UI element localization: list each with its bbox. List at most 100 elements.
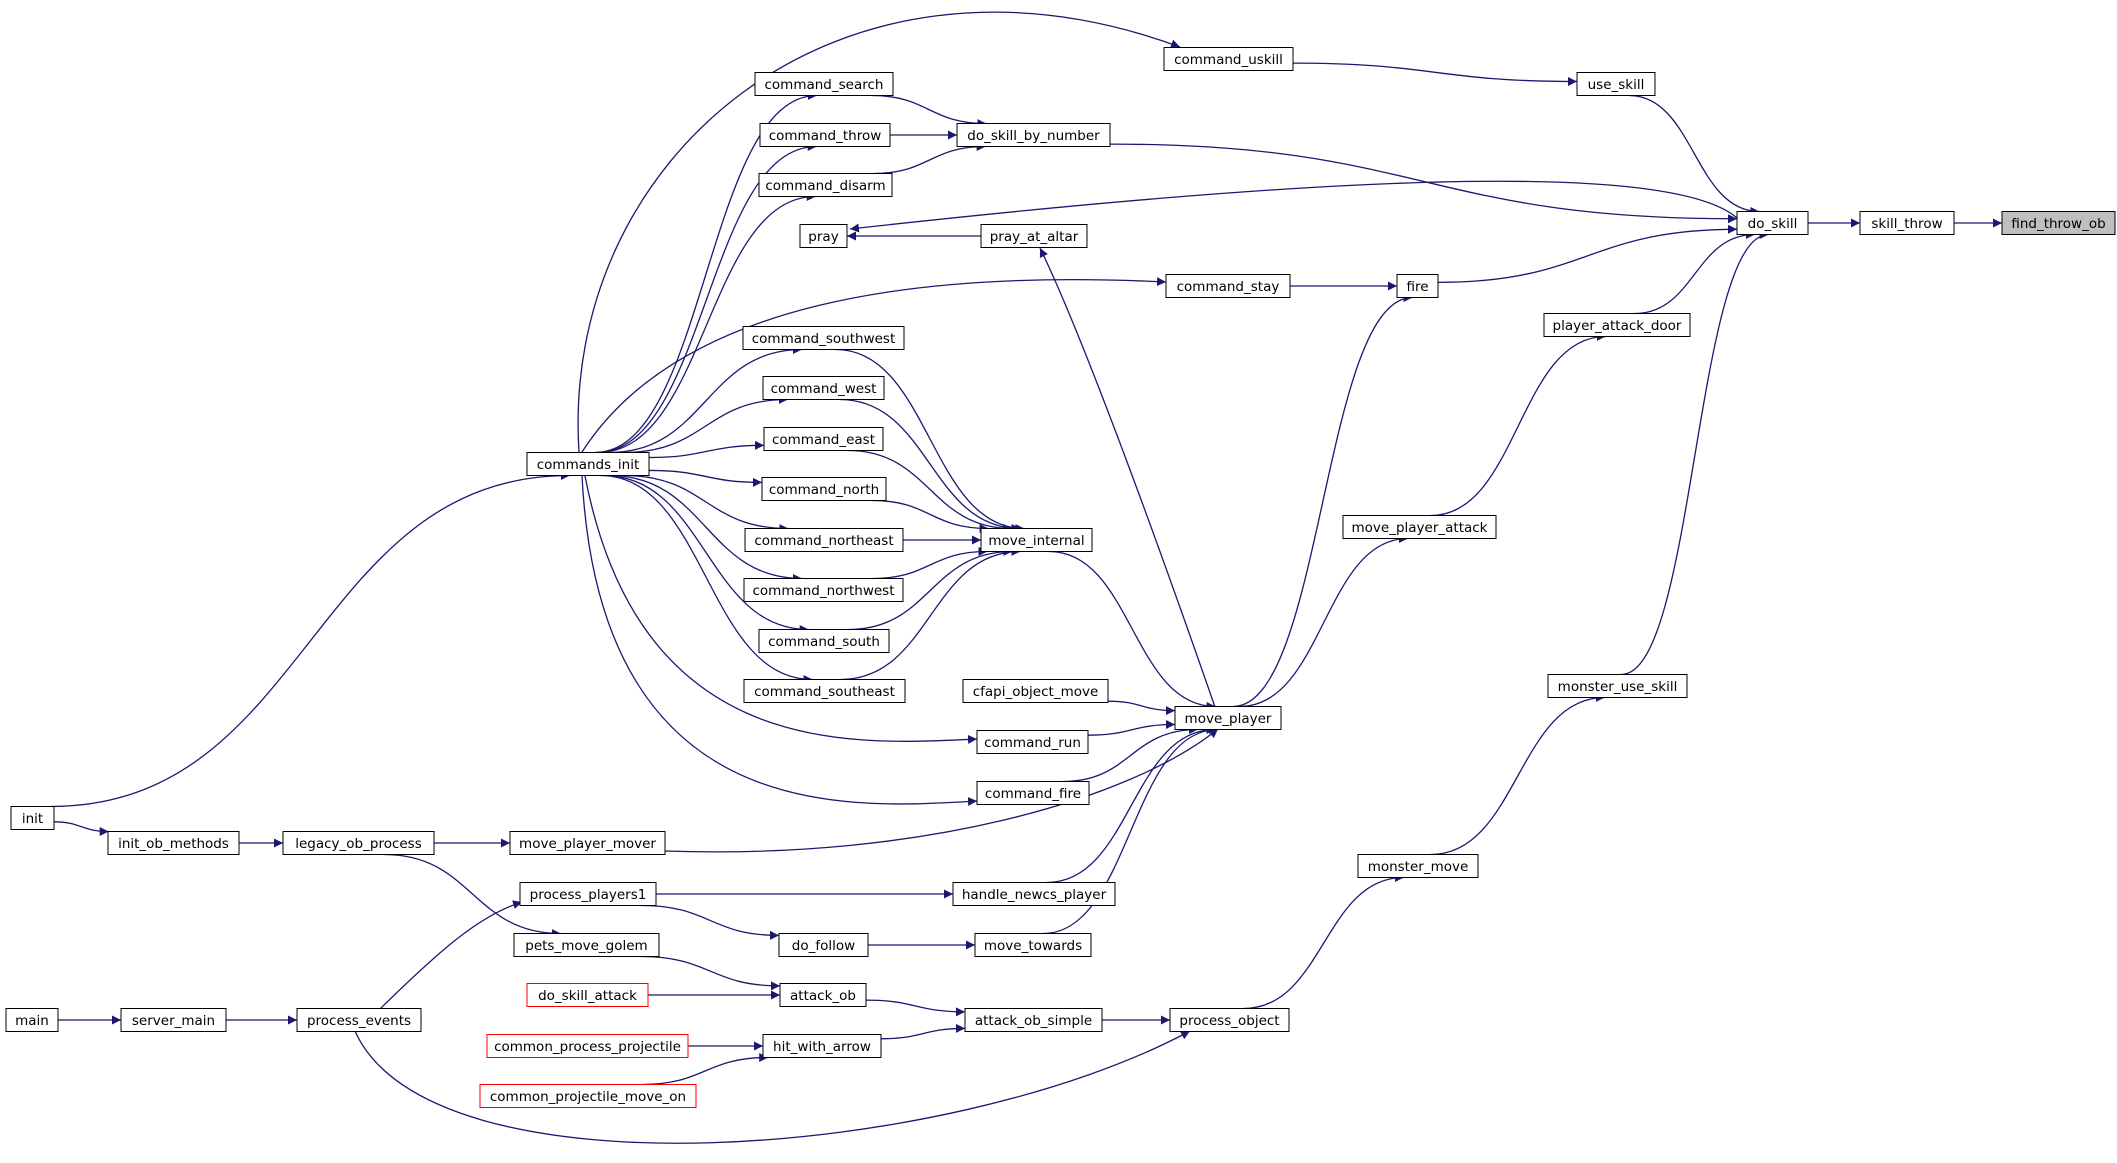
node-command_northeast[interactable]: command_northeast — [744, 528, 904, 552]
edge-commands_init-to-command_southwest — [609, 345, 803, 454]
edge-move_player-to-move_player_attack — [1239, 534, 1408, 708]
edge-commands_init-to-command_south — [603, 474, 809, 634]
node-command_east[interactable]: command_east — [763, 427, 884, 451]
node-monster_move[interactable]: monster_move — [1357, 854, 1479, 878]
node-do_skill_attack[interactable]: do_skill_attack — [526, 983, 649, 1007]
edge-commands_init-to-command_run — [584, 475, 978, 744]
node-move_player[interactable]: move_player — [1174, 706, 1282, 730]
node-box — [744, 528, 904, 552]
node-move_player_attack[interactable]: move_player_attack — [1342, 515, 1497, 539]
node-do_follow[interactable]: do_follow — [778, 933, 869, 957]
node-common_process_projectile[interactable]: common_process_projectile — [486, 1034, 689, 1058]
node-label: command_southwest — [752, 331, 896, 347]
node-label: use_skill — [1588, 77, 1645, 93]
edge-move_player-to-fire — [1233, 293, 1413, 708]
node-use_skill[interactable]: use_skill — [1576, 72, 1656, 96]
node-box — [754, 72, 894, 96]
node-box — [519, 882, 657, 906]
edge-commands_init-to-command_northeast — [623, 474, 789, 533]
edge-command_fire-to-move_player — [1062, 725, 1199, 783]
edge-command_north-to-move_internal — [871, 499, 989, 533]
node-command_southeast[interactable]: command_southeast — [743, 679, 906, 703]
node-command_fire[interactable]: command_fire — [976, 781, 1090, 805]
node-fire[interactable]: fire — [1396, 274, 1439, 298]
node-box — [763, 427, 884, 451]
node-attack_ob_simple[interactable]: attack_ob_simple — [964, 1008, 1103, 1032]
node-command_southwest[interactable]: command_southwest — [742, 326, 905, 350]
node-label: main — [15, 1013, 49, 1029]
node-process_events[interactable]: process_events — [296, 1008, 422, 1032]
node-handle_newcs_player[interactable]: handle_newcs_player — [952, 882, 1116, 906]
node-box — [758, 629, 890, 653]
node-box — [761, 477, 887, 501]
edge-command_run-to-move_player — [1087, 720, 1176, 736]
node-command_disarm[interactable]: command_disarm — [758, 173, 893, 197]
node-legacy_ob_process[interactable]: legacy_ob_process — [282, 831, 435, 855]
node-label: command_northeast — [754, 533, 893, 549]
node-command_west[interactable]: command_west — [762, 376, 885, 400]
node-command_search[interactable]: command_search — [754, 72, 894, 96]
node-box — [952, 882, 1116, 906]
node-command_run[interactable]: command_run — [976, 730, 1089, 754]
node-move_towards[interactable]: move_towards — [974, 933, 1092, 957]
edge-commands_init-to-command_east — [648, 440, 765, 459]
node-command_north[interactable]: command_north — [761, 477, 887, 501]
node-label: move_player — [1185, 711, 1272, 727]
node-label: monster_move — [1368, 859, 1469, 875]
node-box — [1342, 515, 1497, 539]
edge-command_west-to-move_internal — [839, 398, 1021, 533]
node-label: pray_at_altar — [990, 229, 1079, 245]
node-box — [509, 831, 666, 855]
node-command_northwest[interactable]: command_northwest — [743, 578, 904, 602]
node-label: move_player_mover — [519, 836, 656, 852]
node-command_stay[interactable]: command_stay — [1165, 274, 1291, 298]
edge-commands_init-to-command_stay — [581, 277, 1167, 453]
node-player_attack_door[interactable]: player_attack_door — [1543, 313, 1691, 337]
node-pray_at_altar[interactable]: pray_at_altar — [980, 224, 1088, 248]
node-box — [1163, 47, 1294, 71]
node-process_players1[interactable]: process_players1 — [519, 882, 657, 906]
node-label: handle_newcs_player — [962, 887, 1107, 903]
node-init_ob_methods[interactable]: init_ob_methods — [107, 831, 240, 855]
node-skill_throw[interactable]: skill_throw — [1859, 211, 1955, 235]
node-label: command_northwest — [752, 583, 894, 599]
node-attack_ob[interactable]: attack_ob — [779, 983, 867, 1007]
edge-command_southwest-to-move_internal — [835, 348, 1025, 533]
node-pets_move_golem[interactable]: pets_move_golem — [513, 933, 660, 957]
node-box — [479, 1084, 697, 1108]
edge-commands_init-to-command_disarm — [597, 192, 816, 454]
node-commands_init[interactable]: commands_init — [526, 452, 650, 476]
node-do_skill_by_number[interactable]: do_skill_by_number — [956, 123, 1111, 147]
edge-pets_move_golem-to-attack_ob — [640, 955, 781, 991]
node-process_object[interactable]: process_object — [1169, 1008, 1290, 1032]
node-command_throw[interactable]: command_throw — [759, 123, 891, 147]
node-move_player_mover[interactable]: move_player_mover — [509, 831, 666, 855]
node-command_uskill[interactable]: command_uskill — [1163, 47, 1294, 71]
node-do_skill[interactable]: do_skill — [1736, 211, 1809, 235]
edge-monster_use_skill-to-do_skill — [1621, 230, 1769, 676]
node-label: player_attack_door — [1553, 318, 1682, 334]
node-box — [976, 781, 1090, 805]
node-hit_with_arrow[interactable]: hit_with_arrow — [762, 1034, 882, 1058]
node-cfapi_object_move[interactable]: cfapi_object_move — [962, 679, 1109, 703]
edge-commands_init-to-command_southeast — [599, 474, 813, 684]
edge-cfapi_object_move-to-move_player — [1107, 700, 1176, 716]
node-main[interactable]: main — [5, 1008, 59, 1032]
node-box — [1174, 706, 1282, 730]
edge-process_events-to-process_object — [354, 1030, 1191, 1144]
node-monster_use_skill[interactable]: monster_use_skill — [1547, 674, 1688, 698]
node-label: process_players1 — [530, 887, 647, 903]
node-pray[interactable]: pray — [799, 224, 848, 248]
node-label: command_throw — [769, 128, 882, 144]
node-label: command_stay — [1177, 279, 1280, 295]
node-label: pray — [808, 229, 838, 245]
node-server_main[interactable]: server_main — [120, 1008, 227, 1032]
node-label: server_main — [132, 1013, 215, 1029]
node-box — [5, 1008, 59, 1032]
edge-init-to-init_ob_methods — [53, 821, 109, 836]
node-command_south[interactable]: command_south — [758, 629, 890, 653]
node-move_internal[interactable]: move_internal — [980, 528, 1093, 552]
node-init[interactable]: init — [10, 806, 55, 830]
node-common_projectile_move_on[interactable]: common_projectile_move_on — [479, 1084, 697, 1108]
